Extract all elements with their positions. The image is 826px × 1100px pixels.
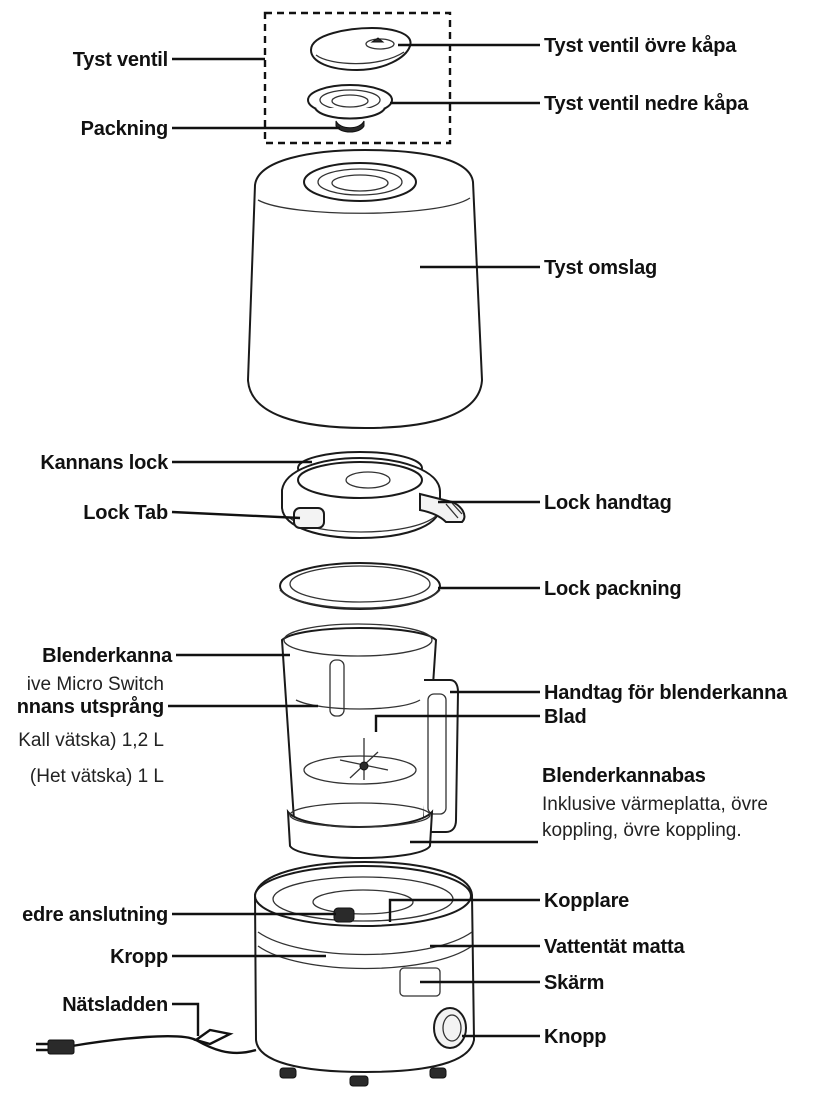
silent-valve-upper-cover [309,26,412,72]
label-blenderkanna: Blenderkanna [42,645,173,667]
silent-valve-lower-cover [307,84,393,133]
blender-jar-base [286,802,434,859]
label-lock-handtag: Lock handtag [544,492,672,514]
label-blenderkannabas-sub1: Inklusive värmeplatta, övre [542,794,768,815]
label-lock-packning: Lock packning [544,578,681,600]
body [253,860,476,1087]
label-kannans-utsprang: nnans utsprång [17,695,164,718]
label-kannans-lock: Kannans lock [40,452,169,474]
label-nedre-anslutning: edre anslutning [22,904,168,926]
blender-jar [280,623,460,833]
label-tyst-ventil: Tyst ventil [73,49,168,71]
label-kannans-utsprang-sub2: (Het vätska) 1 L [30,766,164,787]
label-natsladden: Nätsladden [62,994,168,1016]
label-kopplare: Kopplare [544,890,629,912]
label-blenderkanna-sub: ive Micro Switch [27,674,164,695]
power-cord [36,1028,257,1055]
label-lock-tab: Lock Tab [83,502,168,524]
label-handtag-blenderkanna: Handtag för blenderkanna [544,682,788,704]
leader-lines [168,43,540,1038]
label-skarm: Skärm [544,972,604,994]
label-tyst-omslag: Tyst omslag [544,257,657,279]
label-blad: Blad [544,706,587,728]
label-blenderkannabas-sub2: koppling, övre koppling. [542,820,742,841]
lid-gasket [279,562,441,610]
label-tyst-ventil-nedre-kapa: Tyst ventil nedre kåpa [544,92,749,115]
label-tyst-ventil-ovre-kapa: Tyst ventil övre kåpa [544,34,737,57]
label-kropp: Kropp [110,946,168,968]
label-blenderkannabas: Blenderkannabas [542,765,706,787]
label-vattentat-matta: Vattentät matta [544,936,685,958]
silent-cover [246,148,484,430]
label-packning: Packning [81,118,168,140]
label-kannans-utsprang-sub1: Kall vätska) 1,2 L [18,730,164,751]
jar-lid [281,451,466,540]
silent-valve-group-box [263,11,452,145]
label-knopp: Knopp [544,1026,606,1048]
